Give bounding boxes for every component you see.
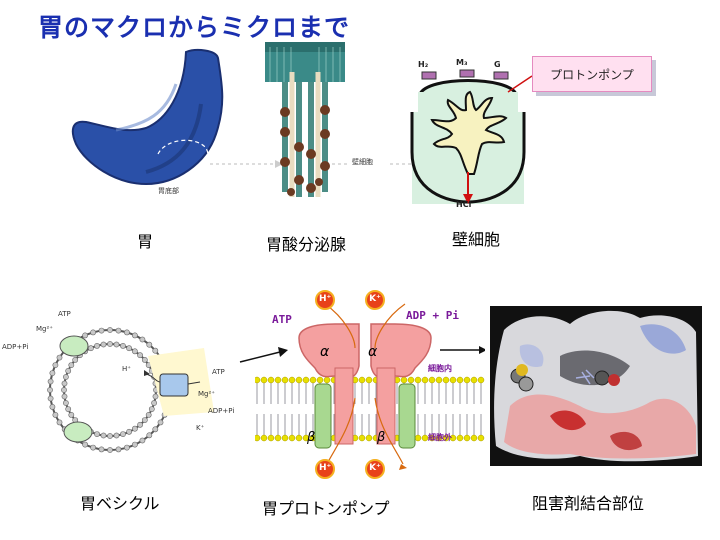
pump-outside-label: 細胞外 [428, 433, 452, 442]
pump-alpha-left: α [320, 344, 330, 360]
parietal-cell-label: 壁細胞 [352, 158, 373, 166]
proton-pump-illustration [255, 290, 485, 479]
stomach-shape [71, 49, 224, 186]
parietal-cell-illustration [410, 69, 533, 204]
receptor-h2-label: H₂ [418, 60, 429, 69]
pump-beta-left: β [307, 430, 316, 445]
receptor-m3-label: M₃ [456, 58, 468, 67]
vesicle-adp2-label: ADP+Pi [208, 407, 235, 415]
pump-k-top: K⁺ [369, 294, 381, 304]
gastric-gland-illustration [265, 42, 345, 197]
pump-h-top: H⁺ [319, 294, 332, 304]
pump-h-bottom: H⁺ [319, 463, 332, 473]
caption-parietal: 壁細胞 [452, 230, 501, 249]
pump-atp-label: ATP [272, 313, 292, 326]
beta-left [314, 383, 332, 449]
pump-k-bottom: K⁺ [369, 463, 381, 473]
arrow-vesicle-to-pump [239, 347, 288, 363]
beta-right [398, 383, 416, 449]
pump-adp-label: ADP + Pi [406, 309, 459, 322]
caption-gland: 胃酸分泌腺 [266, 235, 347, 254]
vesicle-h-label: H⁺ [122, 365, 131, 373]
slide-title: 胃のマクロからミクロまで [38, 13, 351, 42]
vesicle-atp-label: ATP [58, 310, 71, 318]
stomach-illustration [71, 49, 224, 186]
vesicle-illustration [47, 327, 214, 453]
receptor-g-label: G [494, 60, 501, 69]
caption-stomach: 胃 [137, 232, 154, 251]
vesicle-atp2-label: ATP [212, 368, 225, 376]
vesicle-mg-label: Mg²⁺ [36, 325, 53, 333]
vesicle-k-label: K⁺ [196, 424, 205, 432]
caption-vesicle: 胃ベシクル [80, 494, 160, 513]
pump-beta-right: β [377, 430, 386, 445]
caption-binding: 阻害剤結合部位 [532, 494, 645, 513]
hcl-label: HCl [456, 200, 472, 209]
pump-inside-label: 細胞内 [428, 364, 452, 373]
fundus-outline [157, 139, 209, 183]
fundus-label: 胃底部 [158, 187, 179, 195]
vesicle-adp-label: ADP+Pi [2, 343, 29, 351]
caption-pump: 胃プロトンポンプ [262, 499, 390, 518]
pump-alpha-right: α [368, 344, 378, 360]
vesicle-mg2-label: Mg²⁺ [198, 390, 215, 398]
proton-pump-callout: プロトンポンプ [532, 56, 652, 92]
binding-site-surface [490, 306, 702, 466]
